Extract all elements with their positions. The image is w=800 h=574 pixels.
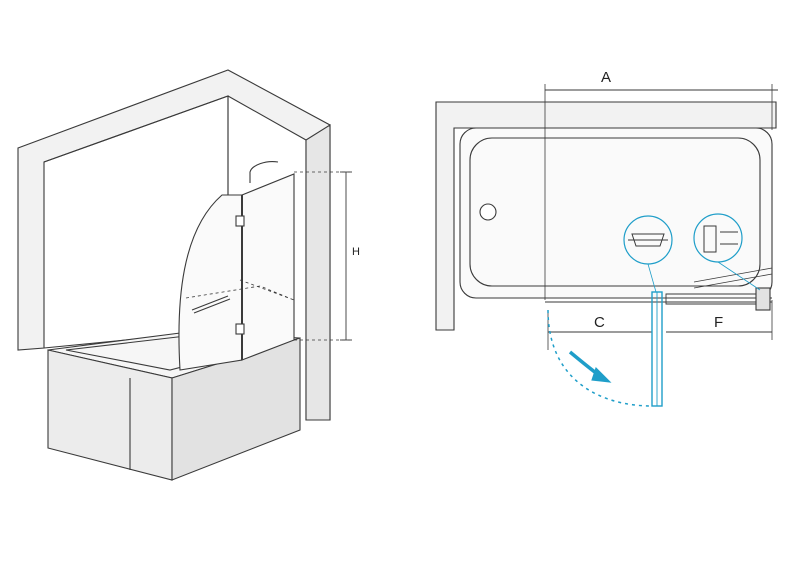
- right-wall: [305, 124, 331, 421]
- stabilizer-bar: [249, 161, 279, 183]
- hinge-top: [235, 215, 245, 227]
- plan-wall: [435, 101, 777, 331]
- towel-bar: [191, 295, 231, 314]
- dimension-label-a: A: [601, 69, 612, 86]
- door-swing-arc: [547, 309, 653, 407]
- dimension-label-h: H: [352, 246, 360, 258]
- glass-panel-door: [178, 194, 243, 371]
- tub-outer: [459, 127, 773, 299]
- hinge-bottom: [235, 323, 245, 335]
- dimension-label-f: F: [714, 314, 724, 331]
- plan-view: [435, 84, 778, 407]
- drain: [479, 203, 497, 221]
- dimension-label-c: C: [594, 314, 605, 331]
- wall-profile: [755, 287, 771, 311]
- isometric-view: [17, 69, 352, 481]
- tub-inner: [469, 137, 761, 287]
- glass-panel-fixed: [241, 173, 295, 361]
